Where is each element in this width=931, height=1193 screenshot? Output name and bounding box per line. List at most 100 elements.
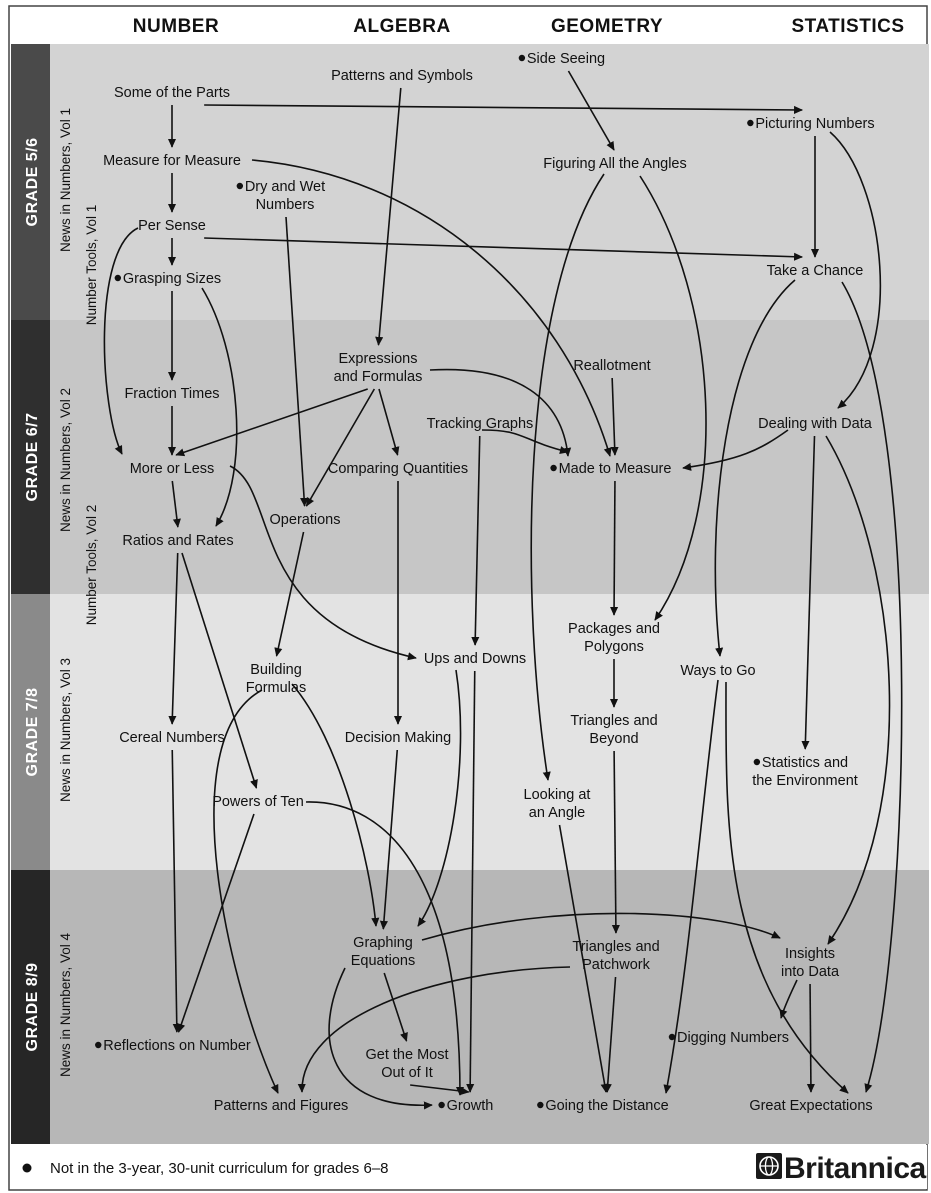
arrow-ways-go-to-great-expectations: [725, 681, 849, 1094]
arrow-patterns-symbols-to-expressions: [375, 87, 402, 346]
unit-operations: Operations: [270, 512, 341, 528]
unit-label: Beyond: [589, 731, 638, 747]
arrow-powers-ten-to-reflections-number: [177, 813, 255, 1033]
arrow-figuring-angles-to-packages-polygons: [639, 175, 707, 621]
grade-label-7-8: GRADE 7/8: [24, 688, 41, 777]
unit-label: Some of the Parts: [114, 85, 230, 101]
unit-label: Grasping Sizes: [123, 271, 221, 287]
unit-label: Per Sense: [138, 218, 206, 234]
arrow-graphing-equations-to-insights-data: [421, 912, 781, 941]
unit-label: Looking at: [524, 787, 591, 803]
arrow-graphing-equations-to-growth: [328, 967, 433, 1110]
unit-label: Expressions: [339, 351, 418, 367]
unit-going-distance: Going the Distance: [537, 1098, 669, 1114]
band-grade-8-9: [50, 870, 929, 1144]
strand-news-vol2: News in Numbers, Vol 2: [58, 388, 73, 532]
tab-grade-5-6: [11, 44, 50, 320]
arrow-side-seeing-to-figuring-angles: [567, 70, 615, 151]
arrow-triangles-beyond-to-triangles-patchwork: [611, 750, 620, 934]
arrow-operations-to-building-formulas: [274, 531, 305, 657]
unit-label: Digging Numbers: [677, 1030, 789, 1046]
arrow-picturing-numbers-to-dealing-data: [829, 131, 882, 409]
unit-label: Decision Making: [345, 730, 451, 746]
unit-label: Fraction Times: [124, 386, 219, 402]
bullet-icon: [518, 54, 526, 62]
unit-some-parts: Some of the Parts: [114, 85, 230, 101]
unit-great-expectations: Great Expectations: [749, 1098, 872, 1114]
footer-note: Not in the 3-year, 30-unit curriculum fo…: [50, 1160, 389, 1177]
strand-tools-vol2: Number Tools, Vol 2: [84, 505, 99, 626]
arrow-made-measure-to-packages-polygons: [610, 480, 619, 616]
unit-label: More or Less: [130, 461, 215, 477]
strand-news-vol4: News in Numbers, Vol 4: [58, 932, 73, 1077]
unit-label: and Formulas: [334, 369, 423, 385]
unit-label: Patterns and Figures: [214, 1098, 349, 1114]
strand-tools-vol1: Number Tools, Vol 1: [84, 205, 99, 326]
unit-label: Polygons: [584, 639, 644, 655]
tab-grade-7-8: [11, 594, 50, 870]
tab-grade-8-9: [11, 870, 50, 1144]
unit-label: an Angle: [529, 805, 585, 821]
arrow-expressions-to-comparing-quantities: [378, 388, 400, 456]
grade-label-5-6: GRADE 5/6: [24, 138, 41, 227]
unit-label: Triangles and: [572, 939, 659, 955]
arrow-per-sense-to-more-less: [103, 227, 139, 455]
unit-label: the Environment: [752, 773, 858, 789]
unit-label: Patterns and Symbols: [331, 68, 473, 84]
arrow-tracking-graphs-to-ups-downs: [471, 435, 481, 646]
grade-label-6-7: GRADE 6/7: [24, 413, 41, 502]
arrow-graphing-equations-to-get-most: [383, 972, 408, 1042]
unit-label: Ratios and Rates: [122, 533, 233, 549]
header-algebra: ALGEBRA: [353, 16, 450, 37]
unit-decision-making: Decision Making: [345, 730, 451, 746]
unit-side-seeing: Side Seeing: [518, 51, 605, 67]
unit-label: Numbers: [256, 197, 315, 213]
arrow-ratios-rates-to-cereal-numbers: [168, 552, 179, 725]
arrow-building-formulas-to-patterns-figures: [213, 689, 279, 1094]
unit-label: Graphing: [353, 935, 413, 951]
unit-label: Reallotment: [573, 358, 650, 374]
band-grade-7-8: [50, 594, 929, 870]
arrow-per-sense-to-take-chance: [204, 237, 804, 261]
arrow-powers-ten-to-growth: [305, 801, 465, 1096]
unit-label: Equations: [351, 953, 416, 969]
unit-label: Patchwork: [582, 957, 650, 973]
unit-label: Operations: [270, 512, 341, 528]
bullet-icon: [95, 1041, 102, 1049]
bullet-icon: [236, 182, 244, 190]
arrow-take-chance-to-great-expectations: [841, 281, 903, 1093]
grade-label-8-9: GRADE 8/9: [24, 963, 41, 1052]
brand-wordmark: Britannica: [784, 1152, 927, 1185]
column-headers: NUMBER ALGEBRA GEOMETRY STATISTICS: [133, 16, 904, 37]
arrow-insights-data-to-digging-numbers: [779, 979, 798, 1019]
arrow-dealing-data-to-stats-environment: [801, 435, 816, 750]
bullet-icon: [537, 1101, 544, 1109]
unit-label: Out of It: [381, 1065, 433, 1081]
unit-label: Cereal Numbers: [119, 730, 225, 746]
unit-label: Triangles and: [570, 713, 657, 729]
bullet-icon: [550, 464, 557, 472]
unit-tracking-graphs: Tracking Graphs: [427, 416, 534, 432]
arrow-cereal-numbers-to-reflections-number: [171, 749, 181, 1033]
unit-label: Reflections on Number: [103, 1038, 251, 1054]
unit-dealing-data: Dealing with Data: [758, 416, 873, 432]
unit-made-measure: Made to Measure: [550, 461, 671, 477]
unit-cereal-numbers: Cereal Numbers: [119, 730, 225, 746]
arrow-get-most-to-growth: [410, 1084, 470, 1096]
arrow-dealing-data-to-insights-data: [825, 435, 891, 945]
unit-ratios-rates: Ratios and Rates: [122, 533, 233, 549]
unit-label: Dry and Wet: [245, 179, 325, 195]
unit-patterns-figures: Patterns and Figures: [214, 1098, 349, 1114]
unit-label: Insights: [785, 946, 835, 962]
arrow-take-chance-to-ways-go: [714, 279, 796, 657]
unit-label: Picturing Numbers: [755, 116, 874, 132]
unit-reallotment: Reallotment: [573, 358, 650, 374]
unit-label: Ways to Go: [680, 663, 755, 679]
footer-bullet-icon: [22, 1163, 32, 1173]
unit-label: Building: [250, 662, 302, 678]
